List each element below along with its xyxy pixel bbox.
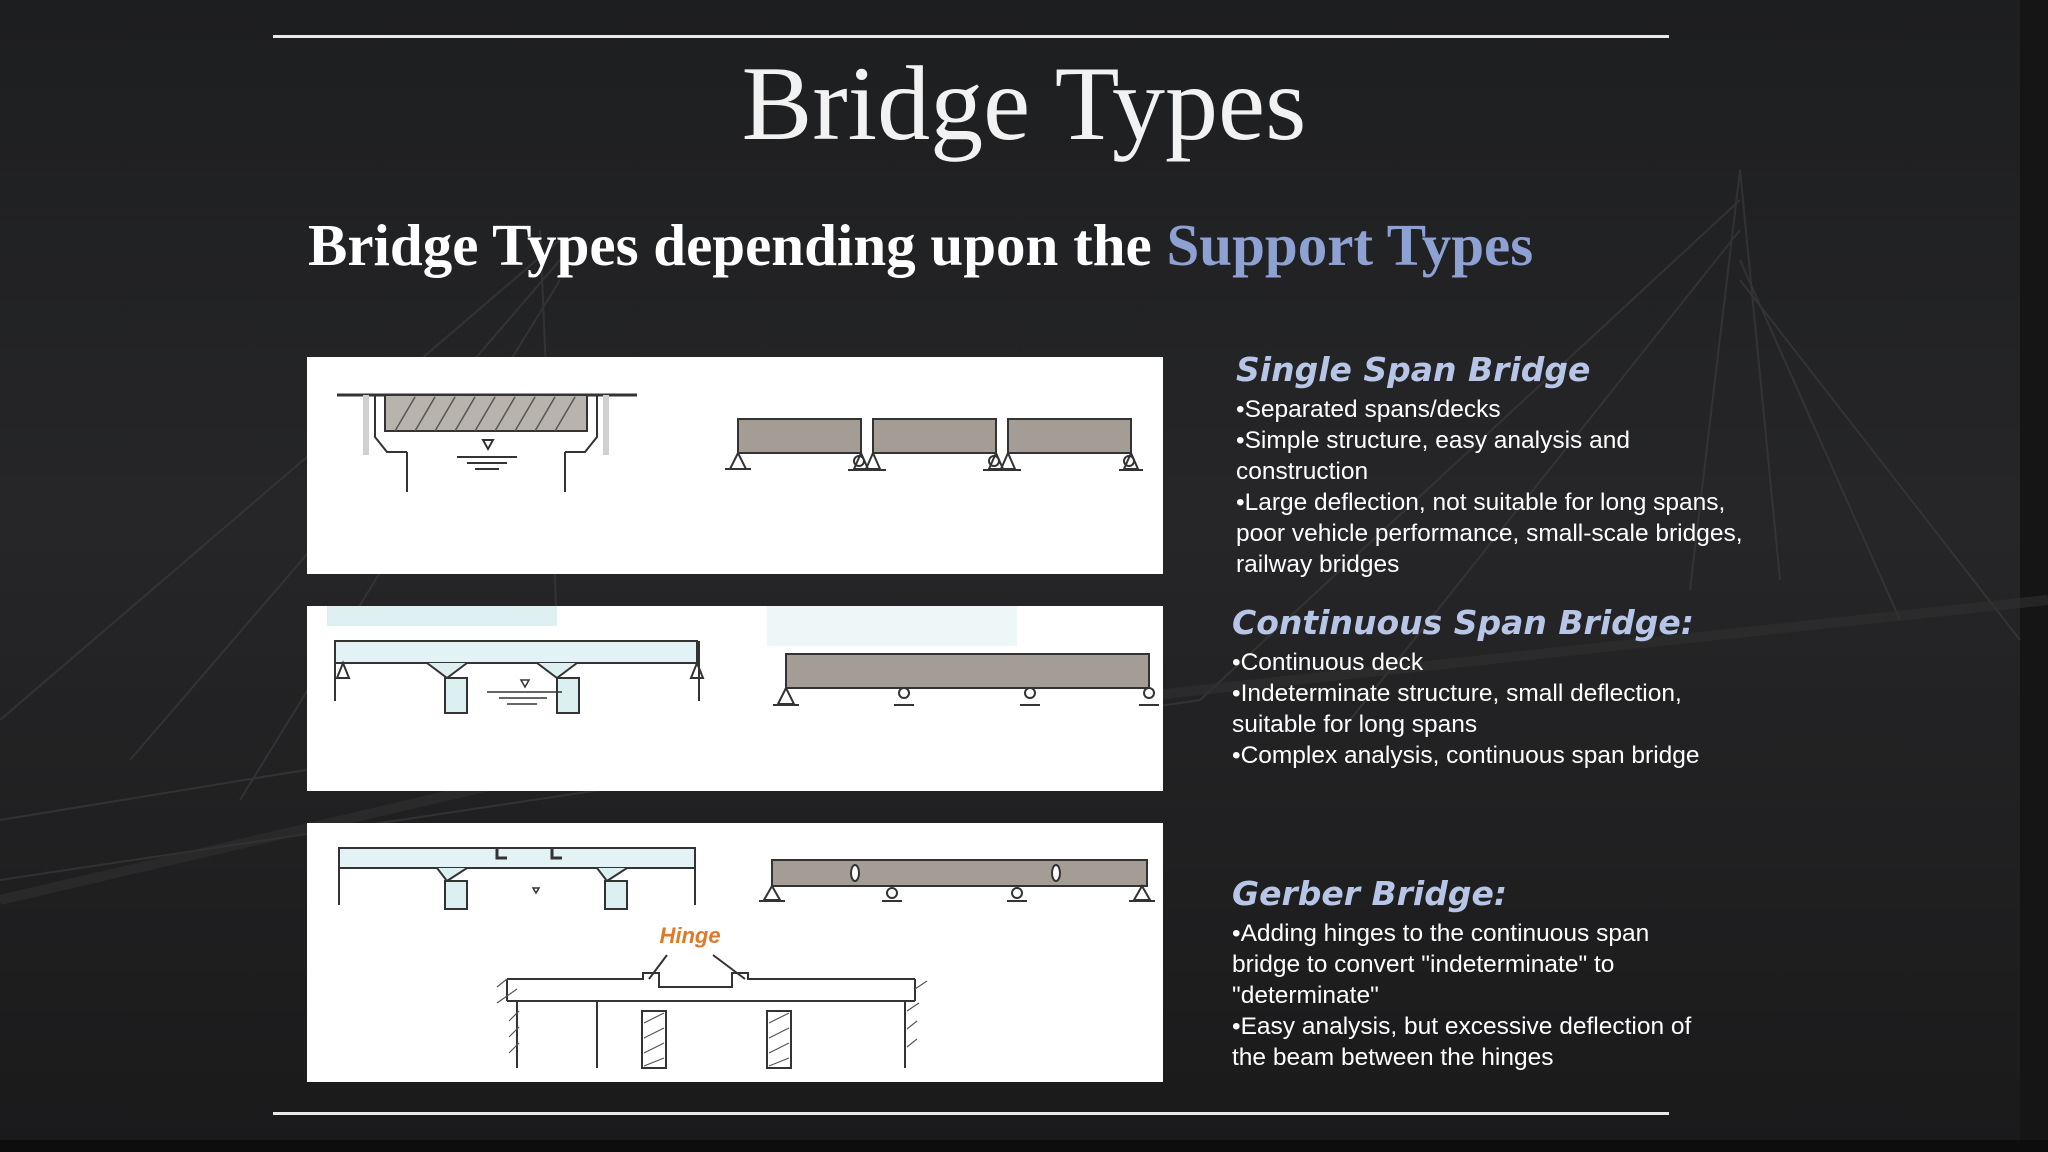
continuous-span-heading: Continuous Span Bridge:: [1232, 603, 1694, 642]
continuous-span-section: Continuous Span Bridge: •Continuous deck…: [1232, 603, 1732, 771]
gerber-bullet: •Easy analysis, but excessive deflection…: [1232, 1013, 1692, 1071]
continuous-span-bullet: •Continuous deck: [1232, 649, 1424, 676]
single-span-bullet: •Separated spans/decks: [1236, 396, 1501, 423]
gerber-bridge-diagram: Hinge: [307, 823, 1163, 1082]
slide-subtitle: Bridge Types depending upon the Support …: [308, 210, 1533, 280]
continuous-span-bullet: •Complex analysis, continuous span bridg…: [1232, 742, 1700, 769]
single-span-section: Single Span Bridge •Separated spans/deck…: [1236, 350, 1756, 580]
single-span-diagram: [307, 357, 1163, 574]
subtitle-prefix: Bridge Types depending upon the: [308, 212, 1167, 278]
gerber-section: Gerber Bridge: •Adding hinges to the con…: [1232, 874, 1722, 1073]
hinge-label: Hinge: [659, 923, 720, 948]
gerber-bullet: •Adding hinges to the continuous span br…: [1232, 920, 1650, 1009]
continuous-span-diagram: [307, 606, 1163, 791]
continuous-span-bullet: •Indeterminate structure, small deflecti…: [1232, 680, 1682, 738]
single-span-heading: Single Span Bridge: [1236, 350, 1591, 389]
bottom-divider: [273, 1112, 1669, 1115]
single-span-bullet: •Large deflection, not suitable for long…: [1236, 489, 1743, 578]
gerber-heading: Gerber Bridge:: [1232, 874, 1508, 913]
slide-title: Bridge Types: [741, 45, 1307, 162]
subtitle-accent: Support Types: [1166, 212, 1534, 278]
top-divider: [273, 35, 1669, 38]
single-span-bullet: •Simple structure, easy analysis and con…: [1236, 427, 1630, 485]
